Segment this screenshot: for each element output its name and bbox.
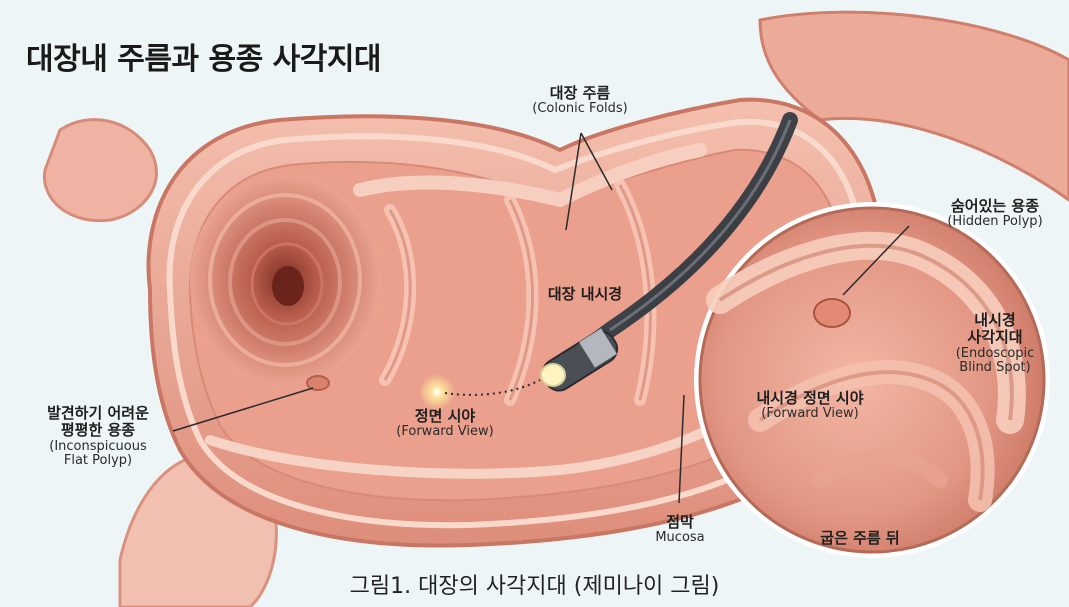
label-flat-polyp-en-2: Flat Polyp) bbox=[28, 454, 168, 469]
page-title: 대장내 주름과 용종 사각지대 bbox=[26, 34, 381, 78]
label-inset-forward-view-ko: 내시경 정면 시야 bbox=[735, 390, 885, 407]
label-blind-spot: 내시경 사각지대 (Endoscopic Blind Spot) bbox=[940, 312, 1050, 376]
label-mucosa-en: Mucosa bbox=[640, 531, 720, 546]
label-forward-view-en: (Forward View) bbox=[380, 425, 510, 440]
label-hidden-polyp-en: (Hidden Polyp) bbox=[925, 215, 1065, 230]
label-blind-spot-en-2: Blind Spot) bbox=[940, 361, 1050, 376]
label-mucosa: 점막 Mucosa bbox=[640, 514, 720, 546]
label-colonic-folds-en: (Colonic Folds) bbox=[520, 102, 640, 117]
label-inset-forward-view-en: (Forward View) bbox=[735, 407, 885, 422]
label-mucosa-ko: 점막 bbox=[640, 514, 720, 531]
label-colonic-folds-ko: 대장 주름 bbox=[520, 85, 640, 102]
label-behind-fold-ko: 굽은 주름 뒤 bbox=[790, 530, 930, 547]
label-forward-view-ko: 정면 시야 bbox=[380, 408, 510, 425]
label-endoscope-ko: 대장 내시경 bbox=[520, 286, 650, 303]
label-flat-polyp-ko-2: 평평한 용종 bbox=[28, 422, 168, 439]
label-flat-polyp-en-1: (Inconspicuous bbox=[28, 440, 168, 455]
label-behind-fold: 굽은 주름 뒤 bbox=[790, 530, 930, 547]
label-blind-spot-ko-2: 사각지대 bbox=[940, 329, 1050, 346]
label-flat-polyp-ko-1: 발견하기 어려운 bbox=[28, 405, 168, 422]
blind-spot-inset bbox=[694, 202, 1050, 558]
label-blind-spot-en-1: (Endoscopic bbox=[940, 347, 1050, 362]
endoscope-light bbox=[541, 364, 565, 386]
label-endoscope: 대장 내시경 bbox=[520, 286, 650, 303]
figure-caption: 그림1. 대장의 사각지대 (제미나이 그림) bbox=[0, 568, 1069, 600]
label-colonic-folds: 대장 주름 (Colonic Folds) bbox=[520, 85, 640, 117]
label-hidden-polyp: 숨어있는 용종 (Hidden Polyp) bbox=[925, 198, 1065, 230]
label-inset-forward-view: 내시경 정면 시야 (Forward View) bbox=[735, 390, 885, 422]
label-hidden-polyp-ko: 숨어있는 용종 bbox=[925, 198, 1065, 215]
label-blind-spot-ko-1: 내시경 bbox=[940, 312, 1050, 329]
label-forward-view: 정면 시야 (Forward View) bbox=[380, 408, 510, 440]
label-flat-polyp: 발견하기 어려운 평평한 용종 (Inconspicuous Flat Poly… bbox=[28, 405, 168, 469]
hidden-polyp bbox=[814, 299, 850, 327]
flat-polyp bbox=[307, 376, 329, 390]
